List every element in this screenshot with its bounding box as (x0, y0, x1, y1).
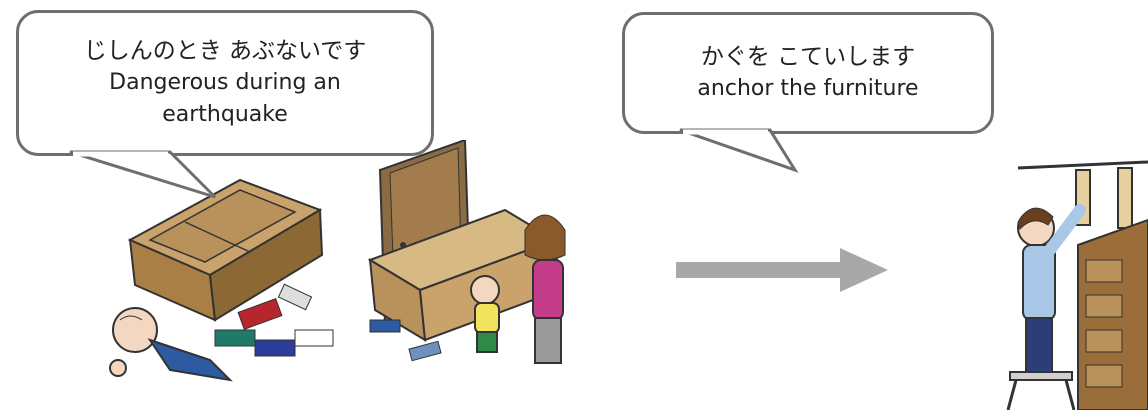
anchoring-furniture-illustration (1006, 160, 1148, 410)
left-bubble-jp-text: じしんのとき あぶないです (83, 38, 367, 64)
falling-dresser-illustration (109, 178, 334, 382)
right-arrow-icon (676, 248, 888, 292)
left-bubble-en-line1: Dangerous during an (109, 70, 341, 95)
right-bubble-en-text: anchor the furniture (697, 76, 919, 101)
left-bubble-en-line2: earthquake (162, 102, 288, 127)
toppled-shelf-family-illustration (367, 140, 566, 364)
right-speech-bubble: かぐを こていします anchor the furniture (622, 12, 994, 134)
right-bubble-jp-text: かぐを こていします (700, 44, 916, 70)
left-speech-bubble: じしんのとき あぶないです Dangerous during an earthq… (16, 10, 434, 156)
